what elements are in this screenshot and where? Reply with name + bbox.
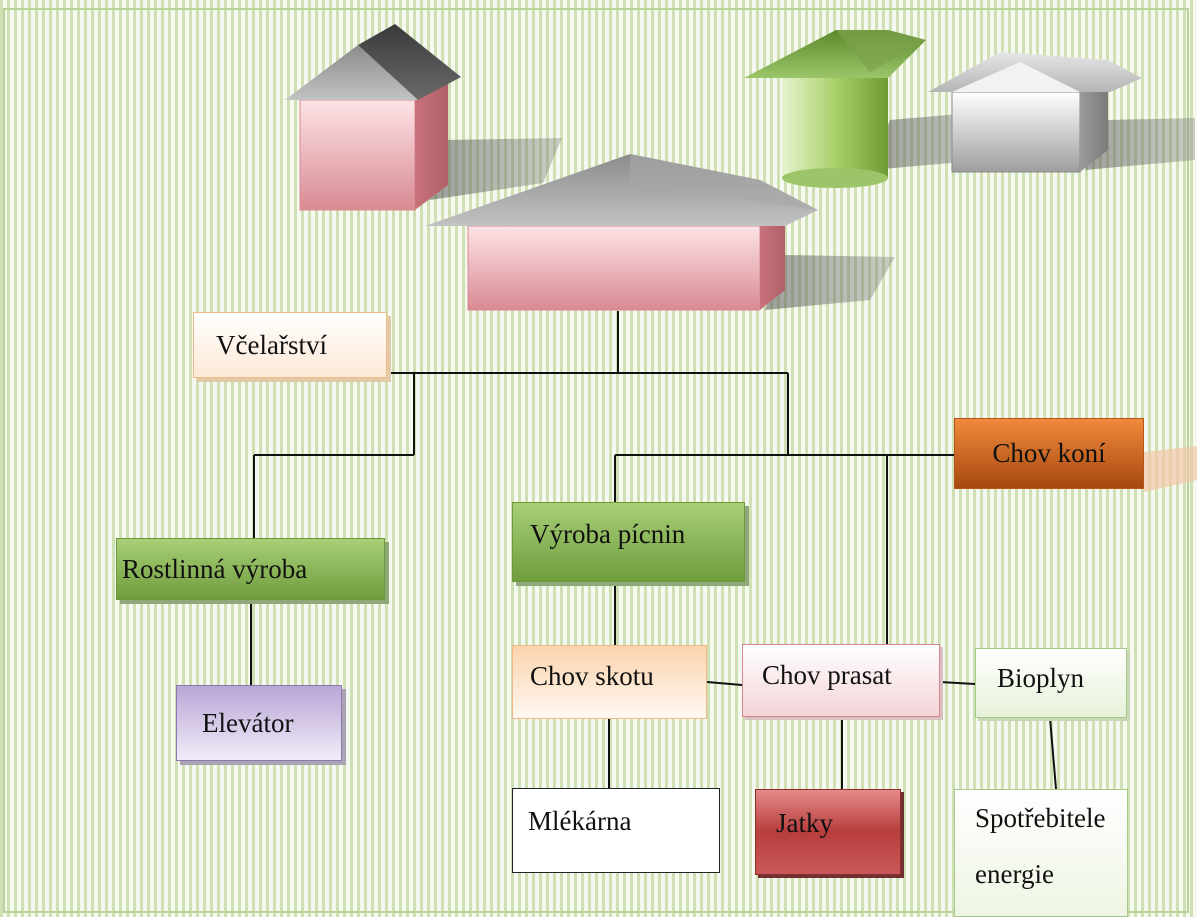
connector xyxy=(1049,717,1057,790)
node-bioplyn: Bioplyn xyxy=(975,648,1127,718)
node-jatky: Jatky xyxy=(755,789,901,875)
node-label: Elevátor xyxy=(202,707,294,738)
node-label: Jatky xyxy=(776,807,833,838)
node-label: Výroba pícnin xyxy=(530,518,686,549)
node-vcelarstvi: Včelařství xyxy=(193,312,387,378)
node-label: Chov koní xyxy=(992,438,1106,468)
node-label: Včelařství xyxy=(216,329,327,360)
connector-lines xyxy=(250,311,1057,790)
node-chov-koni: Chov koní xyxy=(954,418,1144,489)
node-chov-prasat: Chov prasat xyxy=(742,644,940,717)
node-label: Mlékárna xyxy=(528,806,632,836)
connector xyxy=(706,681,743,686)
node-mlekarna: Mlékárna xyxy=(512,788,720,873)
connector xyxy=(939,681,976,685)
shadow-decoration xyxy=(1144,446,1197,492)
node-label: Bioplyn xyxy=(997,662,1085,693)
node-label: Chov skotu xyxy=(530,660,654,691)
house-icon xyxy=(285,24,562,211)
node-label-line1: Spotřebitele xyxy=(975,803,1106,833)
house-icon xyxy=(928,52,1195,173)
node-spotrebitele-energie: Spotřebitele energie xyxy=(954,789,1128,917)
node-label: Chov prasat xyxy=(762,660,892,690)
node-rostlinna-vyroba: Rostlinná výroba xyxy=(116,538,385,600)
node-vyroba-picnin: Výroba pícnin xyxy=(512,502,745,582)
node-elevator: Elevátor xyxy=(176,685,342,761)
node-chov-skotu: Chov skotu xyxy=(512,645,707,719)
node-label-line2: energie xyxy=(975,859,1054,889)
main-building-icon xyxy=(425,154,895,311)
node-label: Rostlinná výroba xyxy=(122,553,308,584)
